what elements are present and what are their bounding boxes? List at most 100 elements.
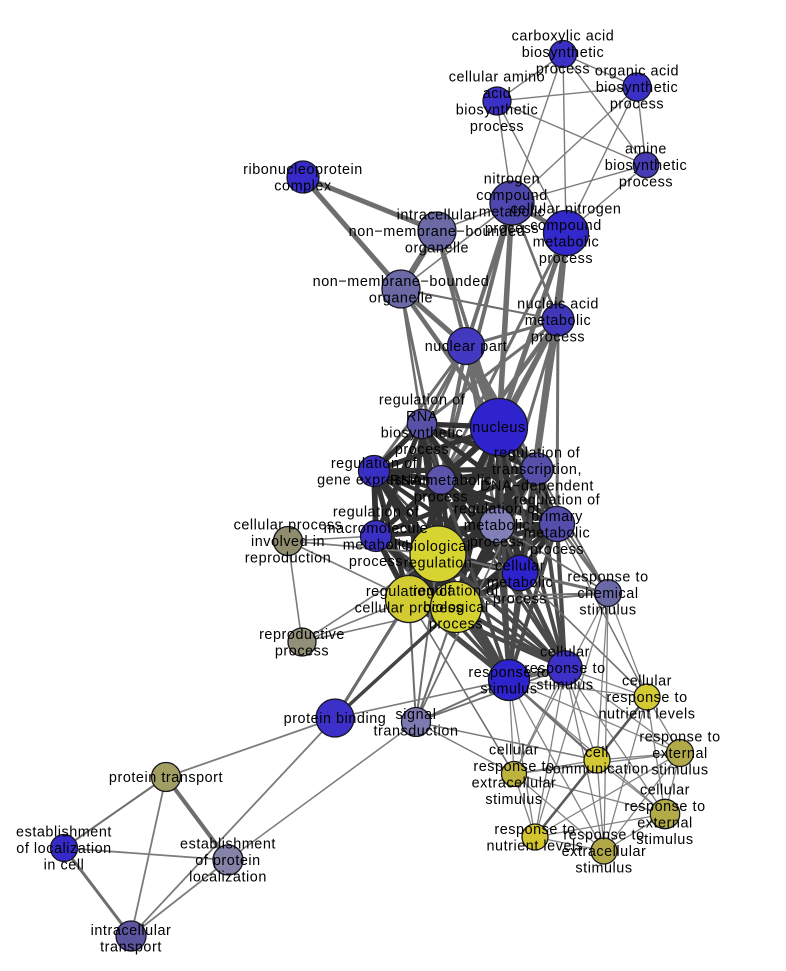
svg-text:process: process — [536, 62, 590, 78]
svg-text:process: process — [470, 119, 524, 135]
svg-text:stimulus: stimulus — [575, 861, 632, 877]
svg-text:regulation of: regulation of — [413, 584, 500, 600]
svg-text:response to: response to — [563, 828, 644, 844]
svg-text:biological: biological — [423, 600, 489, 616]
svg-text:organelle: organelle — [405, 241, 469, 257]
svg-text:process: process — [414, 489, 468, 505]
svg-text:process: process — [485, 221, 539, 237]
svg-text:response to: response to — [524, 661, 605, 677]
svg-text:process: process — [493, 592, 547, 608]
svg-text:cellular: cellular — [640, 782, 690, 798]
svg-text:cellular: cellular — [489, 742, 539, 758]
svg-text:metabolic: metabolic — [533, 234, 600, 250]
svg-text:metabolic: metabolic — [343, 537, 410, 553]
svg-text:biosynthetic: biosynthetic — [522, 45, 605, 61]
svg-text:biosynthetic: biosynthetic — [381, 425, 464, 441]
svg-text:process: process — [349, 554, 403, 570]
svg-text:transcription,: transcription, — [492, 462, 582, 478]
svg-text:nutrient levels: nutrient levels — [598, 707, 695, 723]
svg-text:process: process — [610, 97, 664, 113]
svg-text:stimulus: stimulus — [579, 603, 636, 619]
svg-text:regulation of: regulation of — [494, 446, 581, 462]
svg-text:nuclear part: nuclear part — [425, 339, 508, 355]
svg-text:gene expression: gene expression — [317, 472, 431, 488]
svg-text:cellular process: cellular process — [234, 518, 343, 534]
svg-text:cellular nitrogen: cellular nitrogen — [511, 201, 622, 217]
svg-text:reproductive: reproductive — [259, 627, 345, 643]
svg-text:RNA metabolic: RNA metabolic — [390, 473, 492, 489]
svg-text:external: external — [652, 746, 708, 762]
svg-text:metabolic: metabolic — [524, 525, 591, 541]
svg-text:extracellular: extracellular — [472, 775, 557, 791]
svg-text:complex: complex — [274, 178, 332, 194]
svg-text:process: process — [275, 643, 329, 659]
svg-text:process: process — [619, 175, 673, 191]
svg-text:response to: response to — [468, 665, 549, 681]
svg-text:localization: localization — [189, 870, 267, 886]
svg-text:regulation: regulation — [404, 555, 473, 571]
svg-text:RNA: RNA — [406, 409, 438, 425]
svg-text:compound: compound — [476, 188, 548, 204]
svg-text:of localization: of localization — [16, 841, 111, 857]
svg-text:intracellular: intracellular — [397, 208, 478, 224]
svg-text:response to: response to — [624, 799, 705, 815]
svg-text:transport: transport — [100, 939, 162, 955]
svg-text:protein transport: protein transport — [109, 770, 223, 786]
svg-text:regulation of: regulation of — [333, 504, 420, 520]
svg-text:stimulus: stimulus — [536, 678, 593, 694]
svg-text:amine: amine — [625, 142, 667, 158]
svg-text:regulation of: regulation of — [514, 492, 601, 508]
svg-text:biosynthetic: biosynthetic — [605, 158, 688, 174]
svg-text:biological: biological — [405, 539, 471, 555]
svg-text:external: external — [637, 815, 693, 831]
svg-text:metabolic: metabolic — [479, 204, 546, 220]
svg-text:organelle: organelle — [369, 290, 433, 306]
svg-text:regulation of: regulation of — [379, 392, 466, 408]
svg-text:DNA−dependent: DNA−dependent — [480, 479, 594, 495]
svg-text:reproduction: reproduction — [245, 551, 332, 567]
svg-text:nucleus: nucleus — [472, 420, 525, 436]
svg-text:macromolecule: macromolecule — [324, 521, 429, 537]
svg-text:nucleic acid: nucleic acid — [517, 297, 599, 313]
svg-text:acid: acid — [483, 86, 512, 102]
svg-text:process: process — [470, 535, 524, 551]
svg-text:process: process — [429, 617, 483, 633]
svg-text:non−membrane−bounded: non−membrane−bounded — [313, 274, 490, 290]
svg-text:metabolic: metabolic — [525, 313, 592, 329]
svg-text:regulation of: regulation of — [366, 584, 453, 600]
svg-text:response to: response to — [639, 730, 720, 746]
svg-text:process: process — [531, 330, 585, 346]
svg-text:response to: response to — [606, 690, 687, 706]
svg-text:response to: response to — [473, 759, 554, 775]
svg-text:stimulus: stimulus — [480, 681, 537, 697]
svg-text:in cell: in cell — [44, 858, 85, 874]
svg-text:establishment: establishment — [180, 837, 276, 853]
svg-text:process: process — [530, 542, 584, 558]
svg-text:cellular: cellular — [540, 645, 590, 661]
svg-text:nitrogen: nitrogen — [484, 171, 540, 187]
svg-text:response to: response to — [567, 570, 648, 586]
svg-text:process: process — [539, 251, 593, 267]
svg-text:biosynthetic: biosynthetic — [596, 80, 679, 96]
svg-text:protein binding: protein binding — [284, 711, 387, 727]
svg-text:carboxylic acid: carboxylic acid — [512, 29, 615, 45]
svg-text:stimulus: stimulus — [636, 832, 693, 848]
svg-text:non−membrane−bounded: non−membrane−bounded — [349, 224, 526, 240]
svg-text:cellular process: cellular process — [355, 600, 464, 616]
svg-text:metabolic: metabolic — [487, 575, 554, 591]
svg-text:involved in: involved in — [251, 534, 325, 550]
svg-text:stimulus: stimulus — [485, 792, 542, 808]
svg-text:organic acid: organic acid — [595, 64, 679, 80]
svg-text:intracellular: intracellular — [91, 923, 172, 939]
svg-text:response to: response to — [494, 822, 575, 838]
svg-text:biosynthetic: biosynthetic — [456, 102, 539, 118]
svg-text:signal: signal — [396, 707, 437, 723]
svg-text:chemical: chemical — [577, 586, 638, 602]
svg-text:compound: compound — [530, 218, 602, 234]
svg-text:communication: communication — [545, 761, 649, 777]
svg-text:of protein: of protein — [195, 853, 261, 869]
svg-text:cell: cell — [585, 745, 609, 761]
svg-text:cellular: cellular — [495, 559, 545, 575]
svg-text:process: process — [395, 442, 449, 458]
svg-text:ribonucleoprotein: ribonucleoprotein — [243, 162, 363, 178]
